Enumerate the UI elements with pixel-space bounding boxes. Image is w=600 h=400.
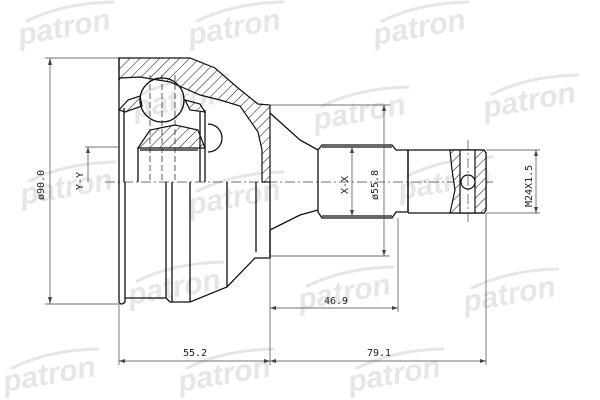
- svg-text:patron: patron: [185, 3, 284, 52]
- dim-label-46-9: 46.9: [324, 296, 348, 307]
- dimension-thread: M24X1.5: [486, 149, 540, 214]
- watermark-logo: patron: [125, 260, 224, 312]
- watermark-logo: patron: [460, 267, 559, 319]
- outer-bell-section: [117, 57, 319, 183]
- dimension-bottom: 55.2 79.1: [118, 213, 487, 365]
- watermark-logo: patron: [370, 0, 469, 52]
- section-marker-y: Y-Y: [75, 146, 119, 190]
- svg-text:patron: patron: [480, 76, 579, 125]
- splined-shaft: [317, 140, 487, 225]
- watermark-logo: patron: [17, 160, 116, 212]
- watermark-logo: patron: [345, 347, 444, 399]
- section-label-y: Y-Y: [75, 172, 86, 190]
- svg-text:patron: patron: [125, 263, 224, 312]
- outer-bell-exterior: [118, 182, 319, 305]
- watermark-logo: patron: [185, 0, 284, 52]
- dimension-46-9: 46.9: [269, 218, 399, 365]
- dim-label-79-1: 79.1: [367, 348, 391, 359]
- dim-label-shaft-diameter: ø55.8: [370, 170, 381, 200]
- dim-label-outer-diameter: ø90.0: [36, 170, 47, 200]
- watermark-logo: patron: [15, 0, 114, 52]
- dim-label-thread: M24X1.5: [524, 165, 535, 207]
- svg-text:patron: patron: [0, 350, 98, 399]
- svg-text:patron: patron: [460, 270, 559, 319]
- svg-text:patron: patron: [310, 88, 409, 137]
- watermarks: patron patron patron patron patron patro…: [0, 0, 579, 399]
- svg-text:patron: patron: [17, 163, 116, 212]
- dim-label-55-2: 55.2: [183, 348, 207, 359]
- dimension-outer-diameter: ø90.0: [36, 57, 119, 305]
- section-label-x: X-X: [340, 176, 351, 194]
- watermark-logo: patron: [295, 265, 394, 317]
- watermark-logo: patron: [480, 73, 579, 125]
- svg-text:patron: patron: [15, 3, 114, 52]
- svg-text:patron: patron: [370, 3, 469, 52]
- watermark-logo: patron: [0, 347, 99, 399]
- svg-text:patron: patron: [295, 268, 394, 317]
- watermark-logo: patron: [310, 85, 409, 137]
- dimension-shaft-diameter: X-X ø55.8: [270, 104, 390, 257]
- svg-text:patron: patron: [345, 350, 444, 399]
